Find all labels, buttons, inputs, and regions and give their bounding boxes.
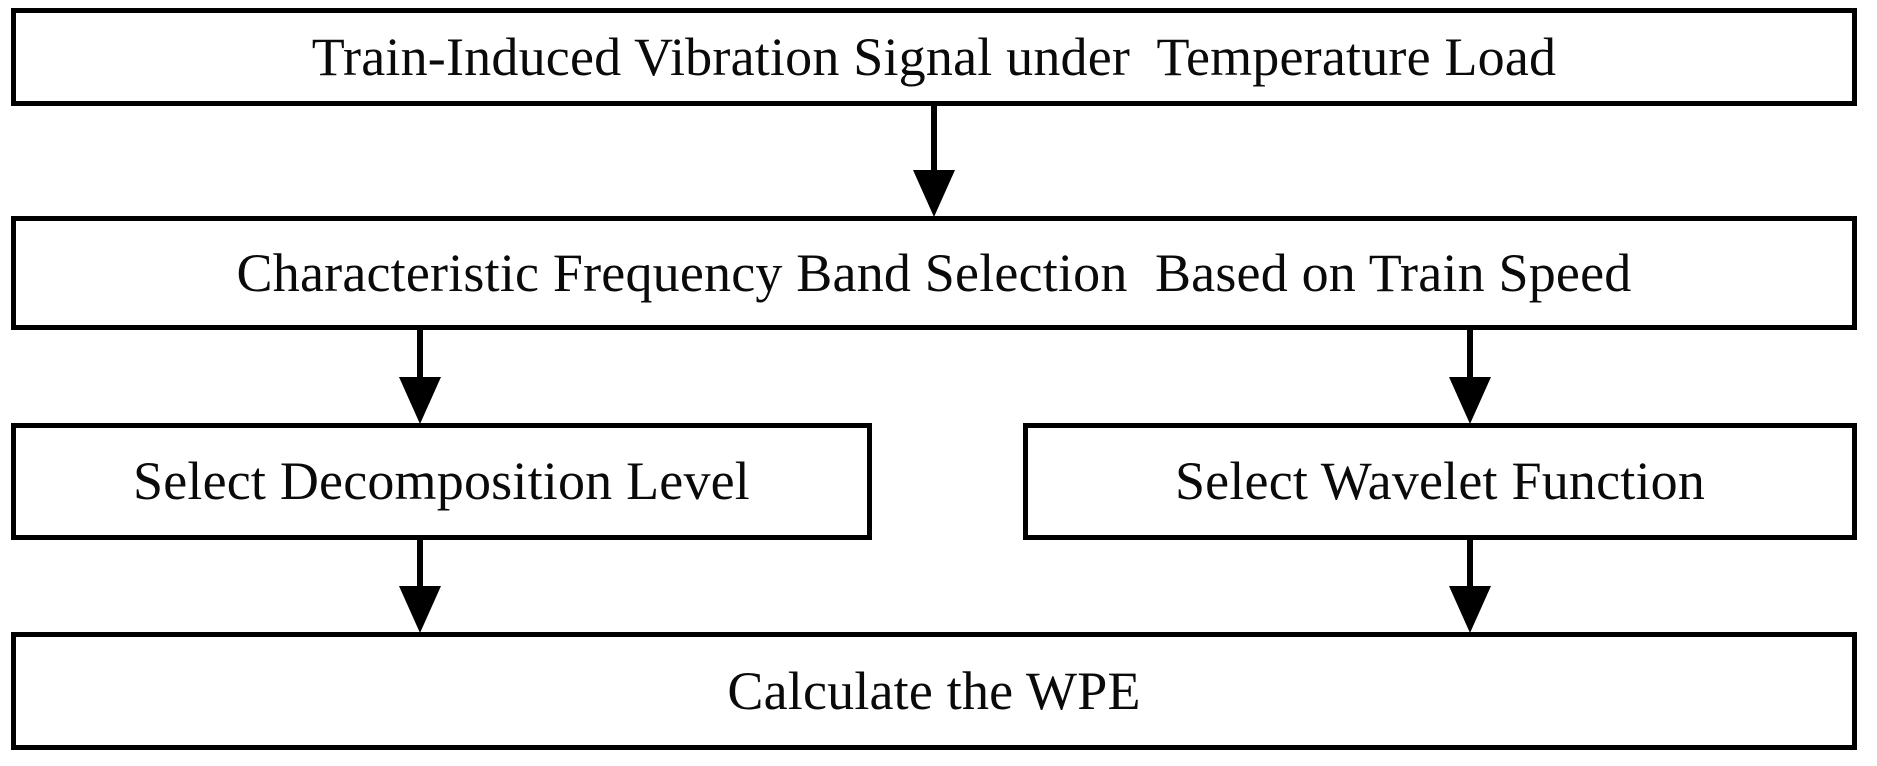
- flowchart-node-wavelet-function: Select Wavelet Function: [1023, 423, 1857, 540]
- arrow-signal-to-band-selection: [904, 106, 964, 217]
- arrow-shaft: [417, 330, 423, 377]
- flowchart-node-decomposition-level-label: Select Decomposition Level: [132, 451, 751, 512]
- arrow-shaft: [1467, 330, 1473, 377]
- arrow-head-down-icon: [1449, 586, 1491, 633]
- arrow-shaft: [931, 106, 937, 170]
- arrow-shaft: [1467, 540, 1473, 586]
- arrow-band-selection-to-decomposition-level: [390, 330, 450, 424]
- flowchart-node-calculate-wpe-label: Calculate the WPE: [727, 660, 1141, 721]
- arrow-wavelet-function-to-wpe: [1440, 540, 1500, 633]
- arrow-shaft: [417, 540, 423, 586]
- arrow-head-down-icon: [913, 170, 955, 217]
- flowchart-node-calculate-wpe: Calculate the WPE: [11, 632, 1857, 750]
- arrow-head-down-icon: [399, 586, 441, 633]
- flowchart-node-signal-label: Train-Induced Vibration Signal under Tem…: [311, 26, 1557, 87]
- arrow-band-selection-to-wavelet-function: [1440, 330, 1500, 424]
- arrow-head-down-icon: [399, 377, 441, 424]
- arrow-head-down-icon: [1449, 377, 1491, 424]
- flowchart-node-signal: Train-Induced Vibration Signal under Tem…: [11, 8, 1857, 106]
- arrow-decomposition-level-to-wpe: [390, 540, 450, 633]
- flowchart-node-decomposition-level: Select Decomposition Level: [11, 423, 872, 540]
- flowchart-node-band-selection: Characteristic Frequency Band Selection …: [11, 216, 1857, 330]
- flowchart-node-wavelet-function-label: Select Wavelet Function: [1174, 451, 1706, 512]
- flowchart-node-band-selection-label: Characteristic Frequency Band Selection …: [236, 242, 1632, 303]
